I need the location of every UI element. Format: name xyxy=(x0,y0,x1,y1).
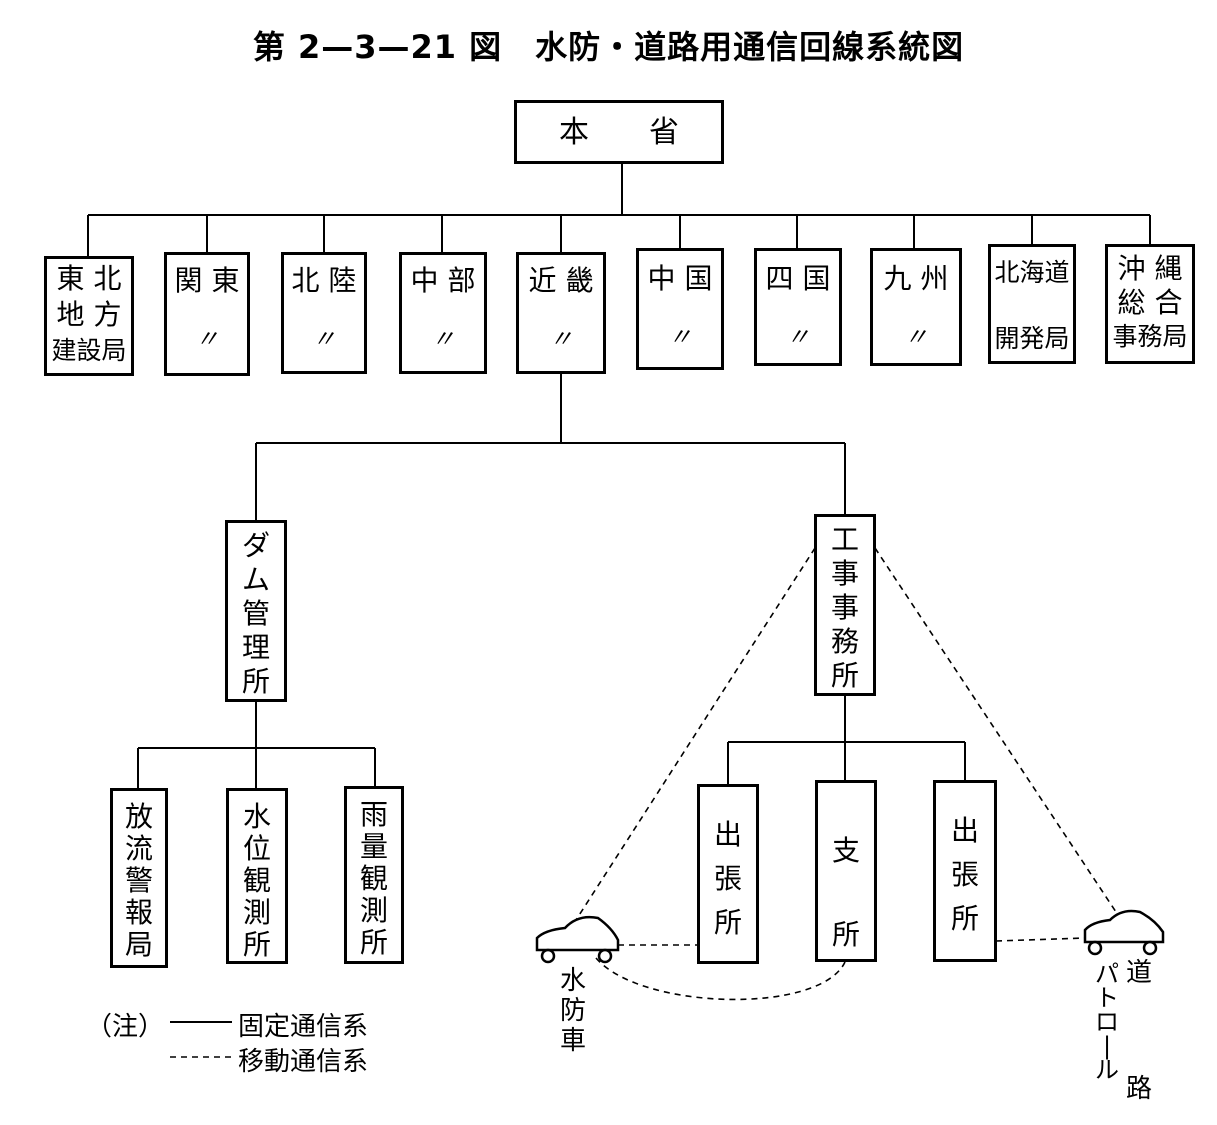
road-label-bottom: 路 xyxy=(1125,1074,1152,1104)
ditto-mark: 〃 xyxy=(786,323,810,351)
region-line3: 開発局 xyxy=(994,324,1070,353)
road-patrol-car-icon xyxy=(1083,909,1165,956)
branch-office-label: 出 張 所 xyxy=(713,818,742,939)
construction-office-label: 工 事 事 務 所 xyxy=(830,523,859,692)
sub-office-box: 支 所 xyxy=(815,780,877,962)
station-label: 水 位 観 測 所 xyxy=(242,800,271,961)
water-defense-car-label: 水 防 車 xyxy=(559,966,586,1056)
region-line3: 事務局 xyxy=(1112,322,1188,351)
region-line1: 沖 縄 xyxy=(1117,252,1183,285)
region-box-okinawa: 沖 縄 総 合 事務局 xyxy=(1105,244,1195,364)
region-line1: 中 部 xyxy=(410,264,476,297)
region-line2: 地 方 xyxy=(56,298,122,331)
station-label: 雨 量 観 測 所 xyxy=(359,798,388,959)
region-box-chubu: 中 部 〃 xyxy=(399,252,487,374)
ditto-mark: 〃 xyxy=(195,325,219,353)
water-defense-car-icon xyxy=(535,915,620,964)
branch-office-box-right: 出 張 所 xyxy=(933,780,997,962)
region-box-hokkaido: 北海道 開発局 xyxy=(988,244,1076,364)
honsho-label: 本 省 xyxy=(559,115,679,150)
region-box-kinki: 近 畿 〃 xyxy=(516,252,606,374)
region-box-tohoku: 東 北 地 方 建設局 xyxy=(44,256,134,376)
dam-office-label: ダ ム 管 理 所 xyxy=(241,529,270,698)
patrol-label: パ ト ロ | ル xyxy=(1095,960,1119,1084)
region-line3: 建設局 xyxy=(51,336,127,365)
region-line1: 四 国 xyxy=(765,262,831,295)
region-box-shikoku: 四 国 〃 xyxy=(754,248,842,366)
discharge-warning-station-box: 放 流 警 報 局 xyxy=(110,788,168,968)
legend-note: （注） xyxy=(86,1012,165,1042)
road-label-top: 道 xyxy=(1125,958,1152,988)
region-line1: 北海道 xyxy=(994,258,1070,287)
region-line1: 東 北 xyxy=(56,262,122,295)
honsho-box: 本 省 xyxy=(514,100,724,164)
region-line1: 九 州 xyxy=(883,262,949,295)
dam-office-box: ダ ム 管 理 所 xyxy=(225,520,287,702)
region-box-kanto: 関 東 〃 xyxy=(164,252,250,376)
ditto-mark: 〃 xyxy=(431,325,455,353)
branch-office-box-left: 出 張 所 xyxy=(697,784,759,964)
ditto-mark: 〃 xyxy=(668,323,692,351)
region-line1: 近 畿 xyxy=(528,264,594,297)
region-line1: 北 陸 xyxy=(291,264,357,297)
station-label: 放 流 警 報 局 xyxy=(124,800,153,961)
diagram-title: 第 2—3—21 図 水防・道路用通信回線系統図 xyxy=(252,28,965,66)
construction-office-box: 工 事 事 務 所 xyxy=(814,514,876,696)
water-level-station-box: 水 位 観 測 所 xyxy=(226,788,288,964)
region-line2: 総 合 xyxy=(1117,286,1183,319)
sub-office-label: 支 所 xyxy=(831,834,860,951)
rainfall-station-box: 雨 量 観 測 所 xyxy=(344,786,404,964)
legend-mobile-label: 移動通信系 xyxy=(238,1047,369,1077)
legend-fixed-label: 固定通信系 xyxy=(238,1012,369,1042)
region-line1: 関 東 xyxy=(174,264,240,297)
ditto-mark: 〃 xyxy=(549,325,573,353)
region-line1: 中 国 xyxy=(647,262,713,295)
ditto-mark: 〃 xyxy=(904,323,928,351)
region-box-hokuriku: 北 陸 〃 xyxy=(281,252,367,374)
region-box-kyushu: 九 州 〃 xyxy=(870,248,962,366)
ditto-mark: 〃 xyxy=(312,325,336,353)
region-box-chugoku: 中 国 〃 xyxy=(636,248,724,370)
branch-office-label: 出 張 所 xyxy=(950,814,979,935)
